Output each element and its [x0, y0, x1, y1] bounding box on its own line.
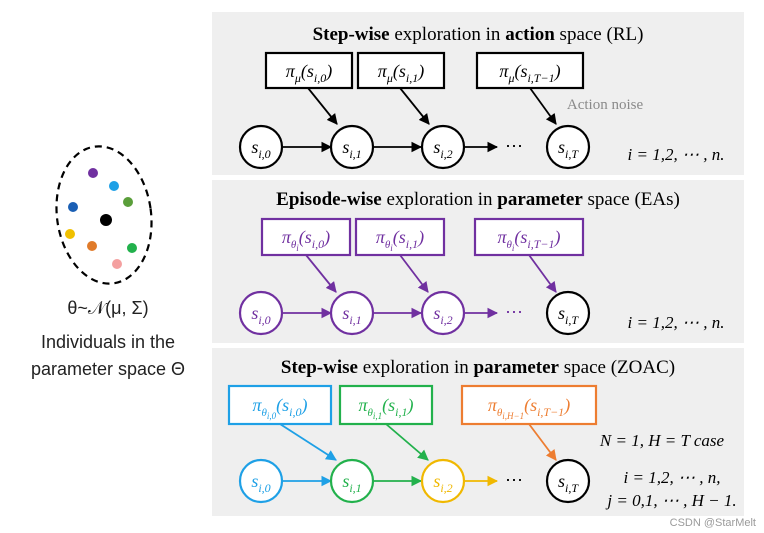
ellipsis: ⋯	[505, 302, 523, 322]
state-node	[420, 124, 466, 170]
state-node	[238, 458, 284, 504]
policy-box	[260, 217, 352, 257]
action-arrow	[305, 254, 337, 293]
individual-dot	[65, 229, 75, 239]
individual-dot	[123, 197, 133, 207]
panel-rl: Step-wise exploration in action space (R…	[212, 12, 744, 175]
state-node	[329, 124, 375, 170]
state-node-terminal	[545, 458, 591, 504]
action-arrow	[307, 87, 338, 125]
policy-label: πθi(si,T−1)	[497, 227, 560, 253]
distribution-formula: θ~𝒩(μ, Σ)	[67, 298, 148, 318]
policy-box	[264, 51, 354, 90]
policy-box	[460, 384, 598, 426]
population-cloud	[55, 145, 153, 285]
individual-dot-mean	[100, 214, 112, 226]
state-node	[238, 124, 284, 170]
case-label: N = 1, H = T case	[599, 431, 725, 450]
panel-zoac-bg	[212, 348, 744, 516]
individual-dot	[68, 202, 78, 212]
left-caption-line1: Individuals in the	[41, 332, 175, 352]
individual-dot	[109, 181, 119, 191]
panel-rl-index: i = 1,2, ⋯ , n.	[628, 145, 725, 164]
population-ellipse	[55, 145, 153, 285]
state-node	[329, 290, 375, 336]
individual-dot	[88, 168, 98, 178]
action-arrow	[528, 254, 557, 293]
ellipsis: ⋯	[505, 470, 523, 490]
policy-box	[227, 384, 333, 426]
panel-zoac: Step-wise exploration in parameter space…	[212, 348, 744, 516]
state-node	[329, 458, 375, 504]
left-caption-line2: parameter space Θ	[31, 359, 185, 379]
action-arrow	[399, 87, 430, 125]
state-node	[420, 458, 466, 504]
individual-dot	[112, 259, 122, 269]
policy-box	[354, 217, 446, 257]
action-arrow	[279, 423, 337, 461]
panel-zoac-index2: j = 0,1, ⋯ , H − 1.	[605, 491, 736, 510]
panel-eas: Episode-wise exploration in parameter sp…	[212, 180, 744, 343]
action-arrow	[385, 423, 429, 461]
panel-eas-bg	[212, 180, 744, 343]
panel-eas-index: i = 1,2, ⋯ , n.	[628, 313, 725, 332]
individual-dot	[127, 243, 137, 253]
panel-zoac-index1: i = 1,2, ⋯ , n,	[624, 468, 721, 487]
panel-eas-title: Episode-wise exploration in parameter sp…	[276, 189, 680, 210]
state-node	[238, 290, 284, 336]
ellipsis: ⋯	[505, 136, 523, 156]
panel-rl-title: Step-wise exploration in action space (R…	[313, 24, 644, 45]
action-noise-note: Action noise	[567, 97, 644, 113]
policy-box	[356, 51, 446, 90]
state-node	[420, 290, 466, 336]
individual-dot	[87, 241, 97, 251]
action-arrow	[528, 423, 557, 461]
panel-zoac-title: Step-wise exploration in parameter space…	[281, 357, 675, 378]
state-node-terminal	[545, 290, 591, 336]
action-arrow	[399, 254, 429, 293]
policy-box	[473, 217, 585, 257]
state-node	[545, 124, 591, 170]
action-arrow	[529, 87, 557, 125]
policy-box	[338, 384, 434, 426]
watermark: CSDN @StarMelt	[670, 517, 756, 529]
